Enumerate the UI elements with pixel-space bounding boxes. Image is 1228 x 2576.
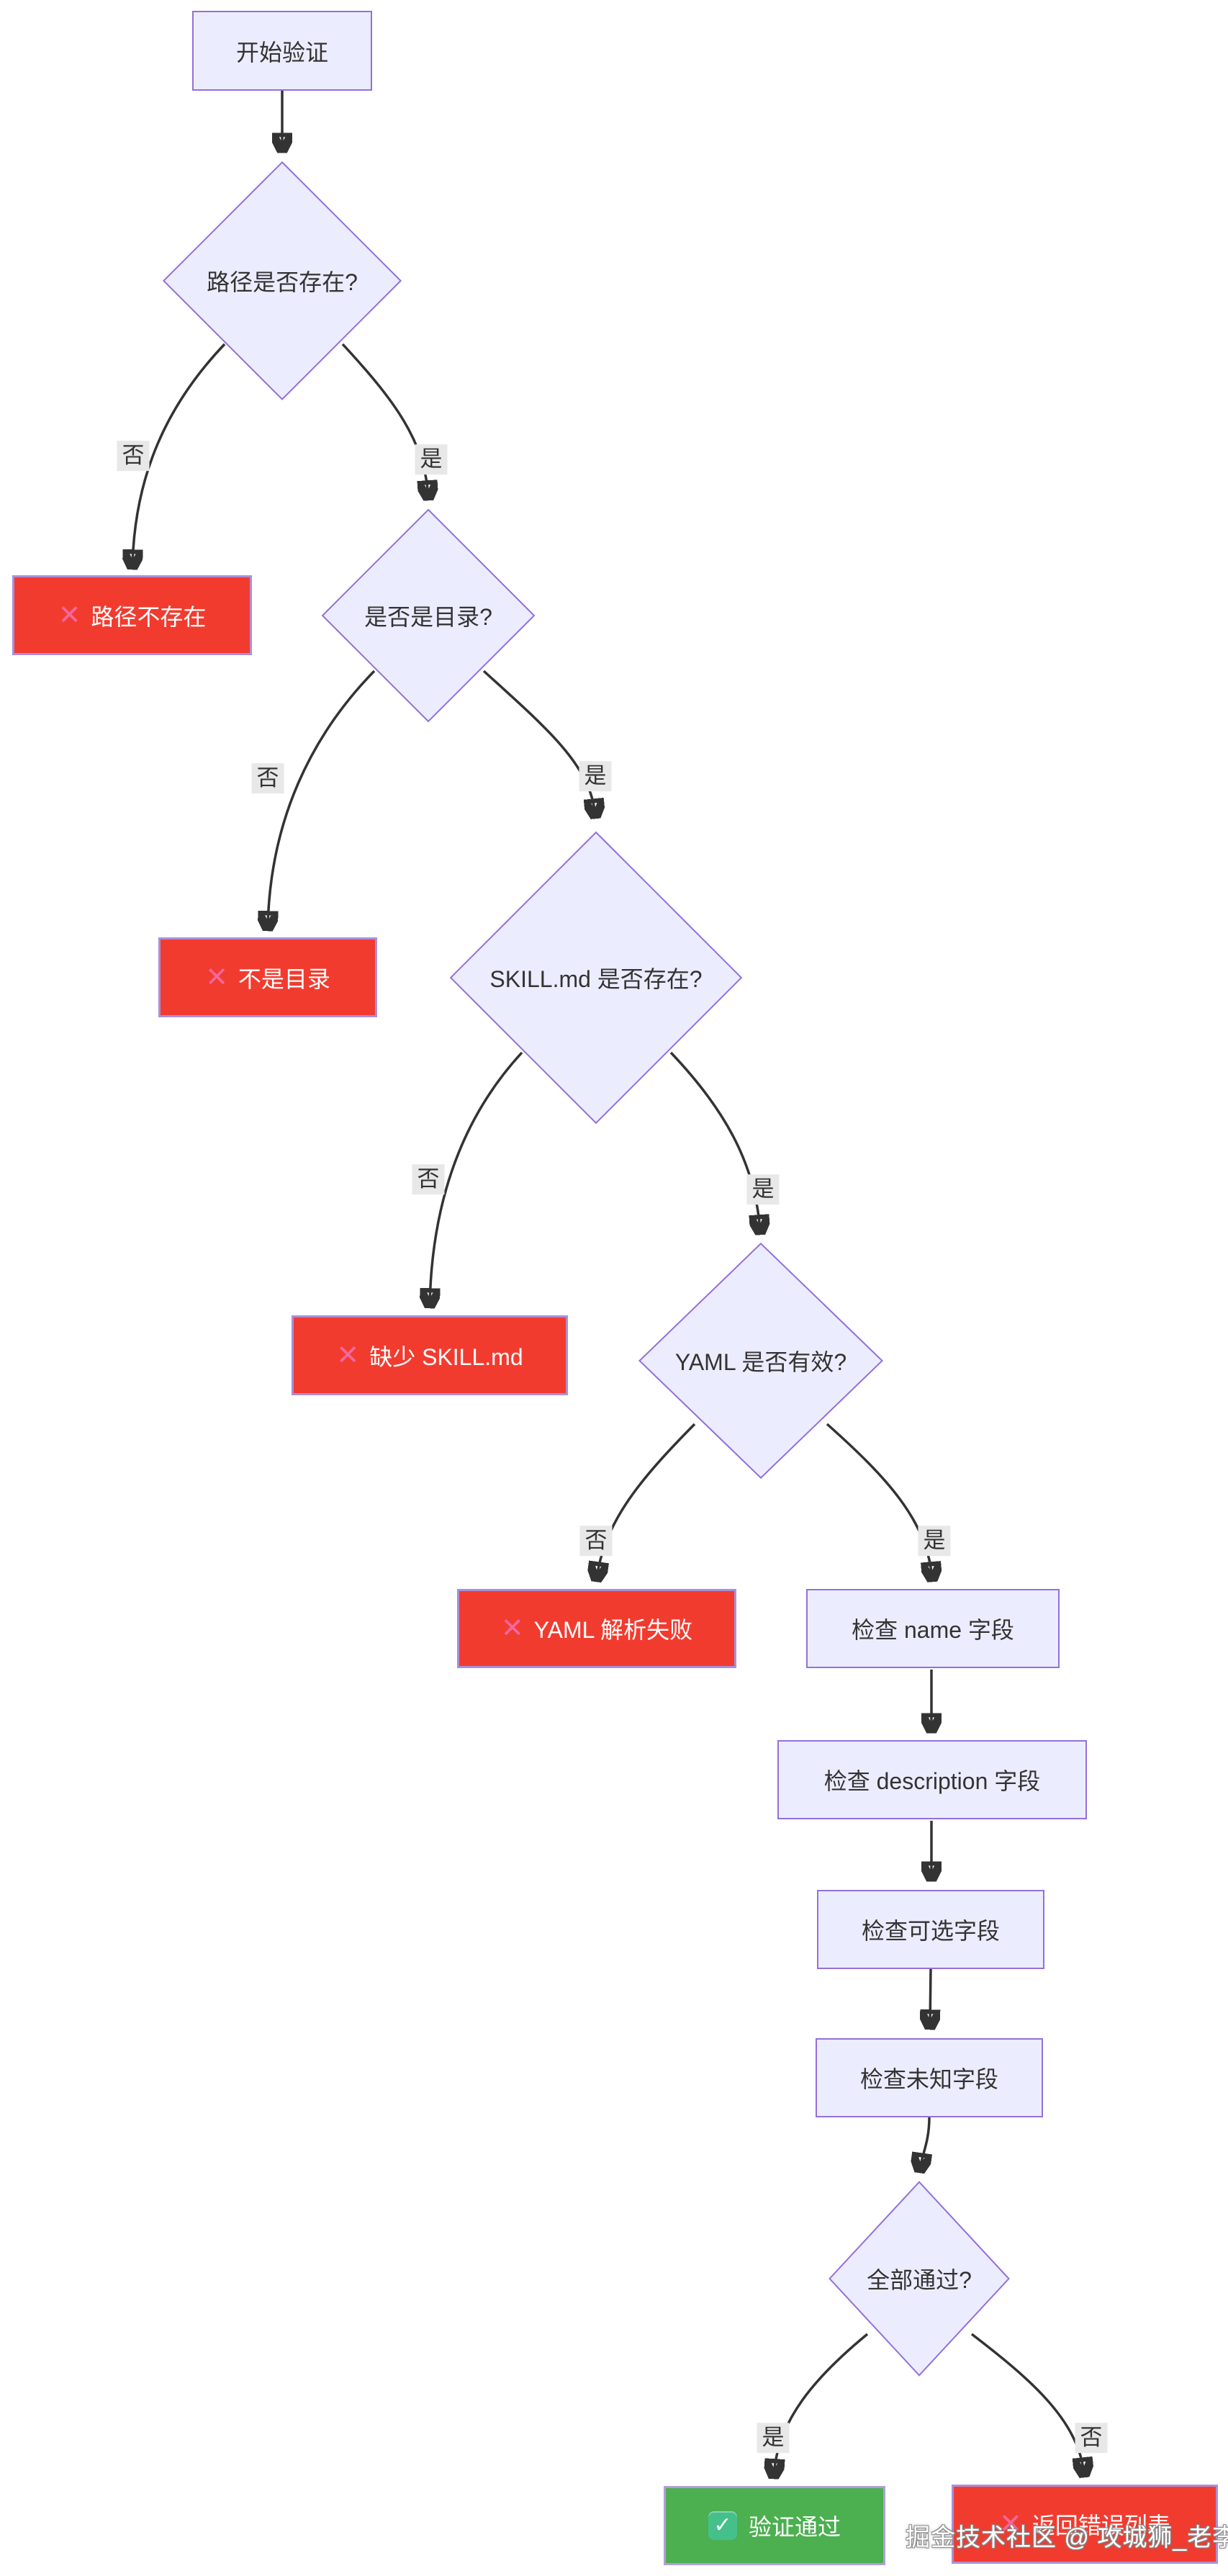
- edge-label-yes: 是: [415, 444, 448, 474]
- node-validation-passed-label: 验证通过: [748, 2514, 841, 2540]
- node-validation-passed: ✓ 验证通过: [664, 2486, 885, 2565]
- error-path-not-exist-label: 路径不存在: [91, 603, 207, 630]
- cross-icon: ✕: [336, 1340, 360, 1371]
- decision-yaml-valid-label: YAML 是否有效?: [674, 1349, 847, 1375]
- node-check-unknown-label: 检查未知字段: [859, 2066, 998, 2092]
- node-check-unknown: 检查未知字段: [816, 2038, 1043, 2117]
- edge-label-no: 否: [1075, 2423, 1108, 2453]
- decision-skillmd-exists: SKILL.md 是否存在?: [448, 829, 744, 1126]
- error-missing-skillmd: ✕ 缺少 SKILL.md: [292, 1315, 568, 1395]
- error-missing-skillmd-label: 缺少 SKILL.md: [369, 1343, 523, 1370]
- decision-path-exists: 路径是否存在?: [161, 160, 403, 402]
- decision-yaml-valid: YAML 是否有效?: [637, 1241, 885, 1480]
- node-start: 开始验证: [192, 11, 372, 91]
- decision-path-exists-label: 路径是否存在?: [207, 269, 358, 295]
- error-yaml-parse-failed: ✕ YAML 解析失败: [457, 1589, 736, 1668]
- node-start-label: 开始验证: [235, 39, 328, 66]
- watermark: 掘金技术社区 @ 攻城狮_老李: [906, 2524, 1228, 2552]
- decision-all-passed-label: 全部通过?: [867, 2267, 972, 2293]
- node-check-optional: 检查可选字段: [817, 1890, 1044, 1969]
- decision-all-passed: 全部通过?: [828, 2180, 1011, 2377]
- cross-icon: ✕: [58, 600, 81, 631]
- node-check-name-label: 检查 name 字段: [852, 1617, 1014, 1643]
- error-return-error-list-label: 返回错误列表: [1031, 2513, 1170, 2539]
- edge-label-no: 否: [579, 1526, 613, 1556]
- decision-is-directory-label: 是否是目录?: [364, 604, 492, 630]
- decision-skillmd-exists-label: SKILL.md 是否存在?: [489, 966, 703, 992]
- edge-label-yes: 是: [918, 1526, 951, 1556]
- error-return-error-list: ✕ 返回错误列表: [952, 2485, 1218, 2564]
- error-path-not-exist: ✕ 路径不存在: [12, 575, 252, 655]
- edge-label-yes: 是: [757, 2423, 790, 2453]
- edge-label-no: 否: [412, 1164, 445, 1194]
- edge-label-no: 否: [117, 441, 150, 471]
- node-check-name: 检查 name 字段: [806, 1589, 1060, 1668]
- error-not-directory: ✕ 不是目录: [158, 937, 377, 1017]
- cross-icon: ✕: [999, 2509, 1022, 2539]
- edge-label-yes: 是: [746, 1174, 780, 1204]
- check-icon: ✓: [708, 2511, 737, 2540]
- error-yaml-parse-failed-label: YAML 解析失败: [533, 1617, 693, 1643]
- node-check-description-label: 检查 description 字段: [823, 1768, 1041, 1794]
- edge-label-yes: 是: [579, 761, 612, 791]
- edge-label-no: 否: [251, 763, 284, 793]
- node-check-optional-label: 检查可选字段: [861, 1918, 1000, 1944]
- node-check-description: 检查 description 字段: [777, 1740, 1087, 1819]
- error-not-directory-label: 不是目录: [238, 965, 330, 992]
- decision-is-directory: 是否是目录?: [320, 508, 536, 724]
- cross-icon: ✕: [205, 962, 228, 993]
- cross-icon: ✕: [500, 1613, 524, 1644]
